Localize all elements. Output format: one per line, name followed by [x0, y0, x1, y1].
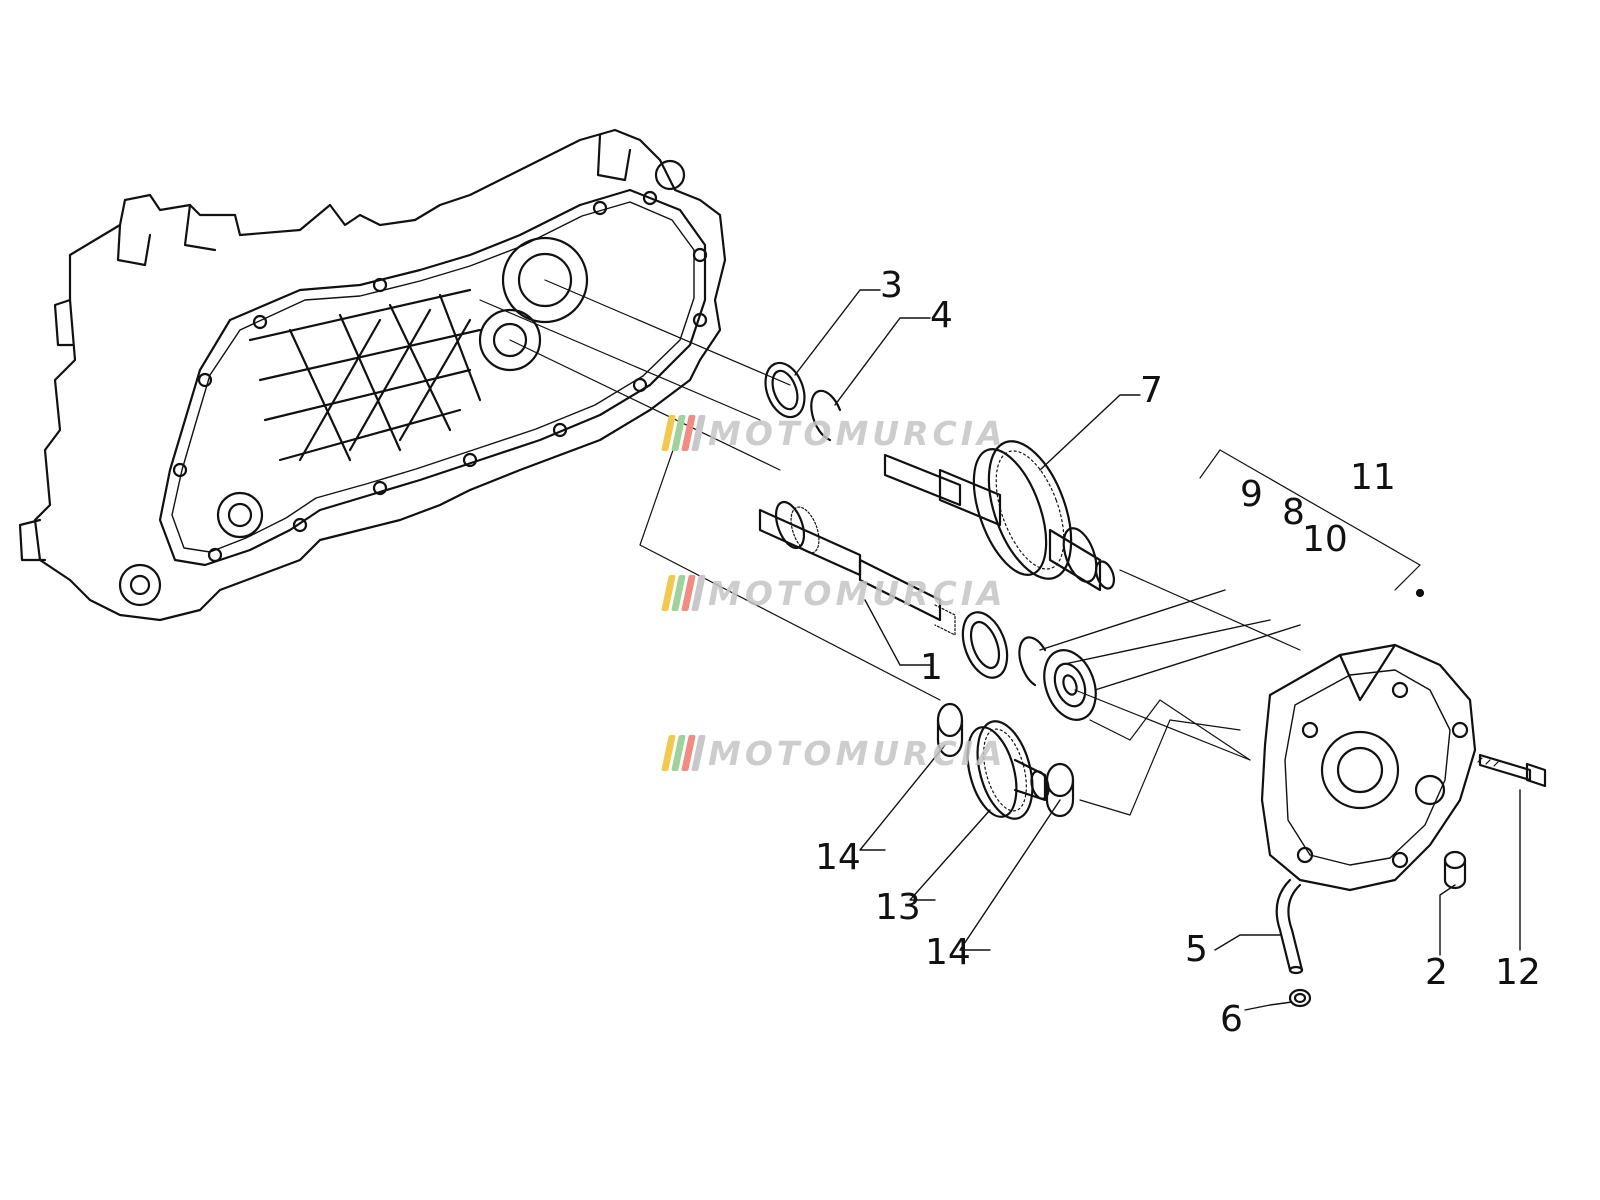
part-bearing-10 — [1043, 649, 1097, 721]
watermark: MOTOMURCIA — [661, 733, 1007, 773]
watermark-logo-icon — [661, 575, 706, 611]
callout-11: 11 — [1350, 457, 1396, 498]
callout-2: 2 — [1425, 952, 1448, 993]
watermark-logo-icon — [661, 735, 706, 771]
part-bushing-14-upper — [936, 702, 964, 758]
part-circlip-8 — [1018, 636, 1047, 687]
callout-3: 3 — [880, 265, 903, 306]
crankcase-housing — [18, 128, 727, 622]
callout-10: 10 — [1302, 519, 1348, 560]
watermark: MOTOMURCIA — [661, 413, 1007, 453]
part-hose-clip-6 — [1288, 988, 1312, 1008]
callout-13: 13 — [875, 887, 921, 928]
watermark-logo-icon — [661, 415, 706, 451]
watermark-text: MOTOMURCIA — [708, 733, 1007, 773]
axis-lines — [479, 279, 1421, 816]
watermark-text: MOTOMURCIA — [708, 413, 1007, 453]
callout-8: 8 — [1282, 492, 1305, 533]
part-snap-ring-4 — [810, 389, 842, 442]
part-bolt-12 — [1477, 753, 1547, 788]
callout-6: 6 — [1220, 999, 1243, 1040]
part-intermediate-gear-13 — [966, 720, 1050, 820]
part-pinion-shaft-1 — [758, 500, 956, 636]
part-circlip-3 — [764, 361, 806, 419]
callout-9: 9 — [1240, 474, 1263, 515]
part-bushing-14-lower — [1045, 762, 1075, 818]
part-seal-9 — [961, 611, 1009, 679]
callout-leaders — [794, 289, 1521, 1011]
part-transmission-cover-11 — [1260, 588, 1477, 892]
part-driven-shaft-gear-7 — [883, 440, 1116, 592]
watermark-text: MOTOMURCIA — [708, 573, 1007, 613]
callout-7: 7 — [1140, 370, 1163, 411]
callout-14-upper: 14 — [815, 837, 861, 878]
callout-1: 1 — [920, 647, 943, 688]
part-dowel-2 — [1443, 850, 1467, 890]
callout-14-lower: 14 — [925, 932, 971, 973]
watermark: MOTOMURCIA — [661, 573, 1007, 613]
callout-5: 5 — [1185, 929, 1208, 970]
callout-12: 12 — [1495, 952, 1541, 993]
callout-4: 4 — [930, 295, 953, 336]
part-breather-tube-5 — [1275, 878, 1304, 975]
